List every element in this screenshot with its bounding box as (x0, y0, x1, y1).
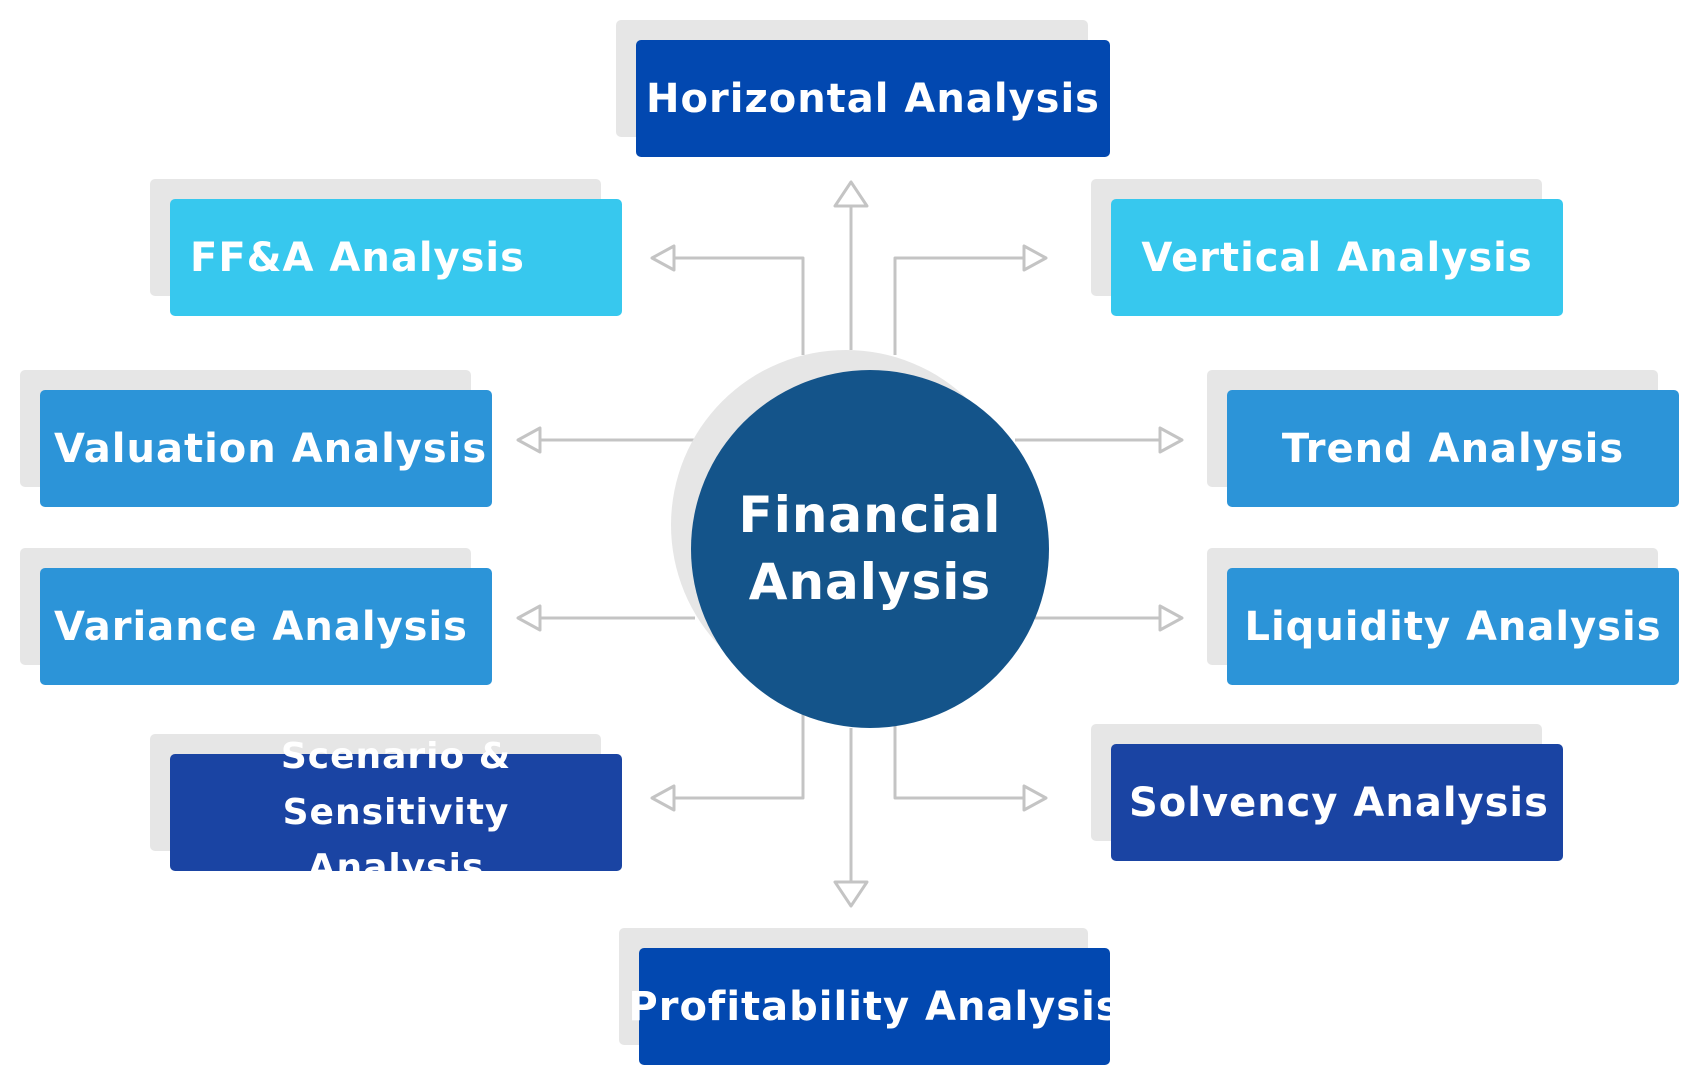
arrow-solvency (893, 714, 1024, 800)
node-ffa-analysis: FF&A Analysis (170, 199, 622, 316)
node-solvency-analysis: Solvency Analysis (1111, 744, 1563, 861)
node-horizontal-analysis: Horizontal Analysis (636, 40, 1110, 157)
arrowhead-trend (1158, 426, 1184, 454)
arrowhead-profitability (833, 880, 869, 908)
node-vertical-label: Vertical Analysis (1141, 234, 1533, 281)
arrowhead-variance (516, 604, 542, 632)
arrowhead-horizontal (833, 180, 869, 208)
node-valuation-label: Valuation Analysis (54, 425, 488, 472)
node-scenario-sensitivity-analysis: Scenario & Sensitivity Analysis (170, 736, 622, 888)
node-profitability-analysis: Profitability Analysis (628, 948, 1120, 1065)
arrow-scenario (674, 714, 805, 800)
center-financial-analysis: Financial Analysis (691, 370, 1049, 728)
node-scenario-label-line1: Scenario & Sensitivity (280, 735, 512, 833)
node-scenario-label-line2: Analysis (307, 847, 485, 889)
node-vertical-analysis: Vertical Analysis (1111, 199, 1563, 316)
node-trend-analysis: Trend Analysis (1227, 390, 1679, 507)
arrowhead-liquidity (1158, 604, 1184, 632)
node-variance-analysis: Variance Analysis (40, 568, 492, 685)
arrow-vertical (893, 256, 1024, 355)
center-title-line2: Analysis (748, 553, 992, 611)
arrowhead-vertical (1022, 244, 1048, 272)
arrowhead-ffa (650, 244, 676, 272)
center-title-line1: Financial (738, 485, 1002, 544)
node-variance-label: Variance Analysis (54, 603, 468, 650)
node-valuation-analysis: Valuation Analysis (40, 390, 492, 507)
arrowhead-valuation (516, 426, 542, 454)
arrowhead-solvency (1022, 784, 1048, 812)
node-horizontal-label: Horizontal Analysis (646, 75, 1100, 122)
arrow-ffa (674, 256, 805, 355)
node-solvency-label: Solvency Analysis (1129, 779, 1549, 826)
node-liquidity-analysis: Liquidity Analysis (1227, 568, 1679, 685)
node-liquidity-label: Liquidity Analysis (1244, 603, 1662, 650)
arrowhead-scenario (650, 784, 676, 812)
node-ffa-label: FF&A Analysis (190, 234, 525, 281)
node-trend-label: Trend Analysis (1281, 425, 1625, 472)
node-profitability-label: Profitability Analysis (628, 983, 1121, 1030)
